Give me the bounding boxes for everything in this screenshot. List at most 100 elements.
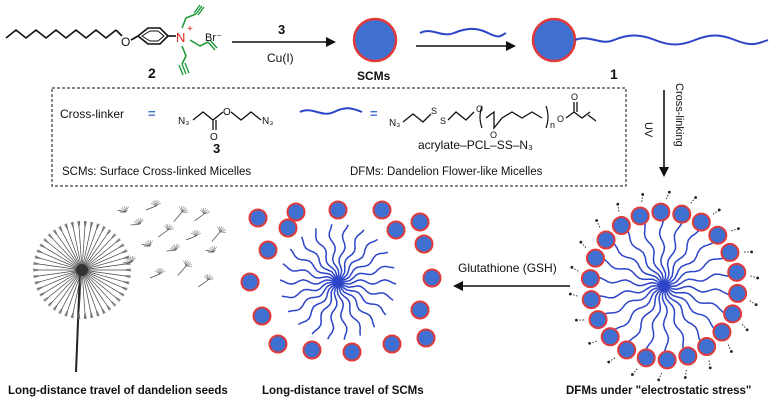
seed-hair [165, 224, 169, 231]
seed-filament [81, 228, 86, 271]
scm-bead [416, 328, 436, 348]
dfm-arm [667, 257, 723, 285]
dfm-bead [657, 350, 677, 370]
crosslinking-arrow: Cross-linking UV [642, 83, 685, 177]
scm-micelle [352, 17, 398, 63]
pappus-hair [64, 309, 69, 316]
seed-filament [78, 228, 83, 271]
polymer-arm [311, 285, 337, 335]
seed-hair [181, 206, 184, 213]
seed-filament [67, 269, 83, 310]
scm-bead [278, 218, 298, 238]
seed-filament [81, 269, 102, 308]
seed-filament [45, 247, 83, 271]
scm-bead [268, 334, 288, 354]
seed-stalk [158, 229, 169, 238]
pappus-hair [101, 227, 106, 233]
scm-bead [328, 200, 348, 220]
seed-hair [155, 269, 161, 275]
seed-filament [81, 239, 111, 271]
seed-stalk [173, 211, 183, 222]
seed-hair [139, 219, 145, 225]
pappus-hair [37, 249, 44, 254]
seed-filament [81, 230, 97, 271]
propargyl-arm-right [189, 39, 209, 47]
reagent-3-label: 3 [278, 22, 285, 37]
dfm-arm [665, 289, 701, 341]
dfm-bead [596, 230, 616, 250]
dfm-arm [666, 288, 715, 329]
propargyl-arm-top [181, 13, 197, 29]
dfm-bead [580, 269, 600, 289]
seed-hair [199, 209, 205, 215]
stress-arrowhead [708, 366, 712, 370]
seed-hair [138, 218, 141, 225]
positive-charge: + [187, 24, 193, 35]
dfm-arm [599, 276, 661, 287]
seed-hair [207, 274, 210, 281]
seed-stalk [211, 231, 221, 242]
dfm-bead [651, 202, 671, 222]
seed-filament [67, 230, 83, 271]
seed-hair [193, 230, 197, 237]
seed-hair [163, 225, 169, 231]
dfm-bead [708, 225, 728, 245]
dfm-arm [645, 289, 664, 350]
seed-filament [57, 235, 83, 271]
alkyl-chain [5, 28, 117, 40]
seed-hair [185, 260, 187, 267]
dandelion-illustration [33, 221, 131, 373]
polymer-arm [337, 224, 349, 279]
seed-filament [73, 228, 83, 271]
crosslinker-n3-right: N₃ [262, 116, 273, 127]
seed-hair [149, 240, 151, 247]
polymer-chain-reagent [419, 27, 507, 38]
seed-hair [183, 260, 187, 267]
polymer-ester-o1: O [476, 104, 483, 114]
pappus-hair [105, 304, 110, 311]
seed-filament [62, 232, 83, 271]
seed-hair [207, 278, 214, 281]
seed-hair [124, 206, 127, 213]
seed-hair [134, 220, 141, 225]
polymer-arm [339, 284, 376, 328]
dfm-arm [614, 288, 662, 330]
pappus-hair [123, 275, 131, 279]
seed-hair [181, 208, 188, 213]
polymer-arm [289, 248, 336, 281]
seed-hair [155, 201, 161, 207]
seed-filament [81, 269, 119, 293]
seed-hair [134, 222, 141, 225]
polymer-arm [341, 279, 397, 285]
seed-filament [53, 239, 83, 271]
polymer-s1: S [431, 106, 437, 116]
seed-hair [131, 256, 135, 263]
polymer-acrylate-o: O [557, 114, 564, 124]
seed-hair [159, 270, 166, 275]
equals-sign-2: = [370, 106, 378, 121]
caption-dfms: DFMs under "electrostatic stress" [566, 385, 751, 397]
pappus-hair [34, 281, 42, 283]
pappus-hair [122, 257, 130, 259]
seed-filament [81, 263, 124, 271]
seed-stalk [166, 249, 177, 252]
crosslinker-ester-o: O [223, 107, 231, 118]
catalyst-label: Cu(I) [267, 51, 294, 65]
dfm-bead [672, 204, 692, 224]
seed-filament [81, 269, 123, 282]
propargyl-arm-bottom [181, 45, 187, 65]
polymer-chain-legend [299, 107, 363, 115]
pappus-hair [117, 291, 124, 297]
seed-hair [170, 246, 177, 251]
seed-hair [175, 244, 179, 251]
scm-bead [414, 234, 434, 254]
seed-filament [81, 247, 119, 271]
stress-arrowhead [745, 328, 749, 332]
seed-hair [203, 208, 206, 215]
seed-hair [155, 200, 159, 207]
scm-bead [252, 306, 272, 326]
compound-2-structure: O N + Br⁻ 2 [5, 4, 222, 81]
seed-hair [122, 206, 127, 213]
polymer-arm [339, 229, 365, 279]
dfm-arm [605, 287, 661, 315]
